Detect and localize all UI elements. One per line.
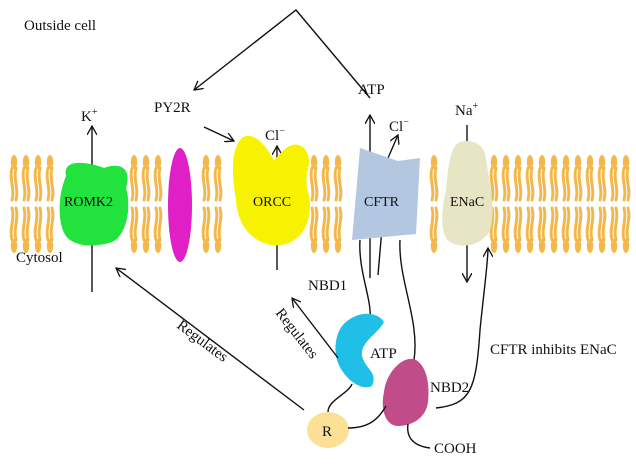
atp-nbd-label: ATP [370,346,397,362]
lipid [501,155,511,202]
lipid [621,155,631,202]
py2r-label: PY2R [154,100,191,116]
r-nbd2-linker [347,405,387,429]
lipid [141,155,151,202]
cftr-inhibits-enac-label: CFTR inhibits ENaC [490,342,617,358]
lipid [153,206,163,253]
lipid [153,155,163,202]
romk2-label: ROMK2 [64,195,113,210]
regulates-romk2-label: Regulates [174,317,231,365]
orcc-label: ORCC [253,195,291,210]
lipid [525,206,535,253]
regulates-romk2-arrow [116,268,305,411]
lipid [525,155,535,202]
cftr-nbd2-linker [399,239,416,361]
lipid [309,206,319,253]
lipid [489,155,499,202]
lipid [501,206,511,253]
lipid [45,155,55,202]
lipid [213,155,223,202]
cftr-inhibits-enac-arrow [435,248,488,409]
lipid [609,155,619,202]
atp-release-line [194,9,371,99]
romk2-channel [59,162,129,246]
lipid [333,206,343,253]
atp-outside-label: ATP [358,82,385,98]
lipid [309,155,319,202]
cooh-tail [407,423,431,449]
lipid [429,155,439,202]
py2r-orcc-arrow [203,126,234,141]
lipid-bilayer [9,155,631,253]
lipid [585,155,595,202]
regulates-orcc-label: Regulates [272,306,321,363]
cftr-channel [352,148,420,240]
cftr-nbd1-linker [359,239,371,319]
k-ion-label: K+ [81,107,98,125]
lipid [201,155,211,202]
lipid [573,206,583,253]
lipid [129,206,139,253]
lipid [621,206,631,253]
lipid [141,206,151,253]
r-domain-label: R [322,424,332,440]
lipid [321,155,331,202]
lipid [549,206,559,253]
lipid [45,206,55,253]
lipid [597,155,607,202]
lipid [513,206,523,253]
regulates-orcc-arrow [292,298,339,359]
lipid [585,206,595,253]
lipid [573,155,583,202]
nbd1-label: NBD1 [308,278,347,294]
nbd1-domain [335,313,384,388]
cl-cftr-label: Cl− [389,117,409,135]
lipid [609,206,619,253]
cl-orcc-label: Cl− [265,126,285,144]
lipid [129,155,139,202]
r-domain [307,412,349,448]
cytosol-label: Cytosol [16,250,63,266]
lipid [21,206,31,253]
lipid [9,206,19,253]
lipid [537,206,547,253]
na-ion-label: Na+ [455,101,479,119]
lipid [561,155,571,202]
py2r-receptor [168,148,192,262]
outside-cell-label: Outside cell [24,18,96,34]
lipid [597,206,607,253]
orcc-channel [232,135,310,246]
lipid [213,206,223,253]
lipid [429,206,439,253]
nbd2-label: NBD2 [430,380,469,396]
lipid [321,206,331,253]
cftr-label: CFTR [364,195,400,210]
lipid [33,155,43,202]
lipid [537,155,547,202]
lipid [333,155,343,202]
r-nbd1-linker [327,383,353,413]
enac-channel [442,140,493,246]
lipid [33,206,43,253]
lipid [549,155,559,202]
lipid [513,155,523,202]
enac-label: ENaC [450,195,484,210]
cooh-label: COOH [434,441,477,457]
lipid [561,206,571,253]
nbd2-domain [382,358,429,426]
lipid [21,155,31,202]
lipid [9,155,19,202]
lipid [201,206,211,253]
